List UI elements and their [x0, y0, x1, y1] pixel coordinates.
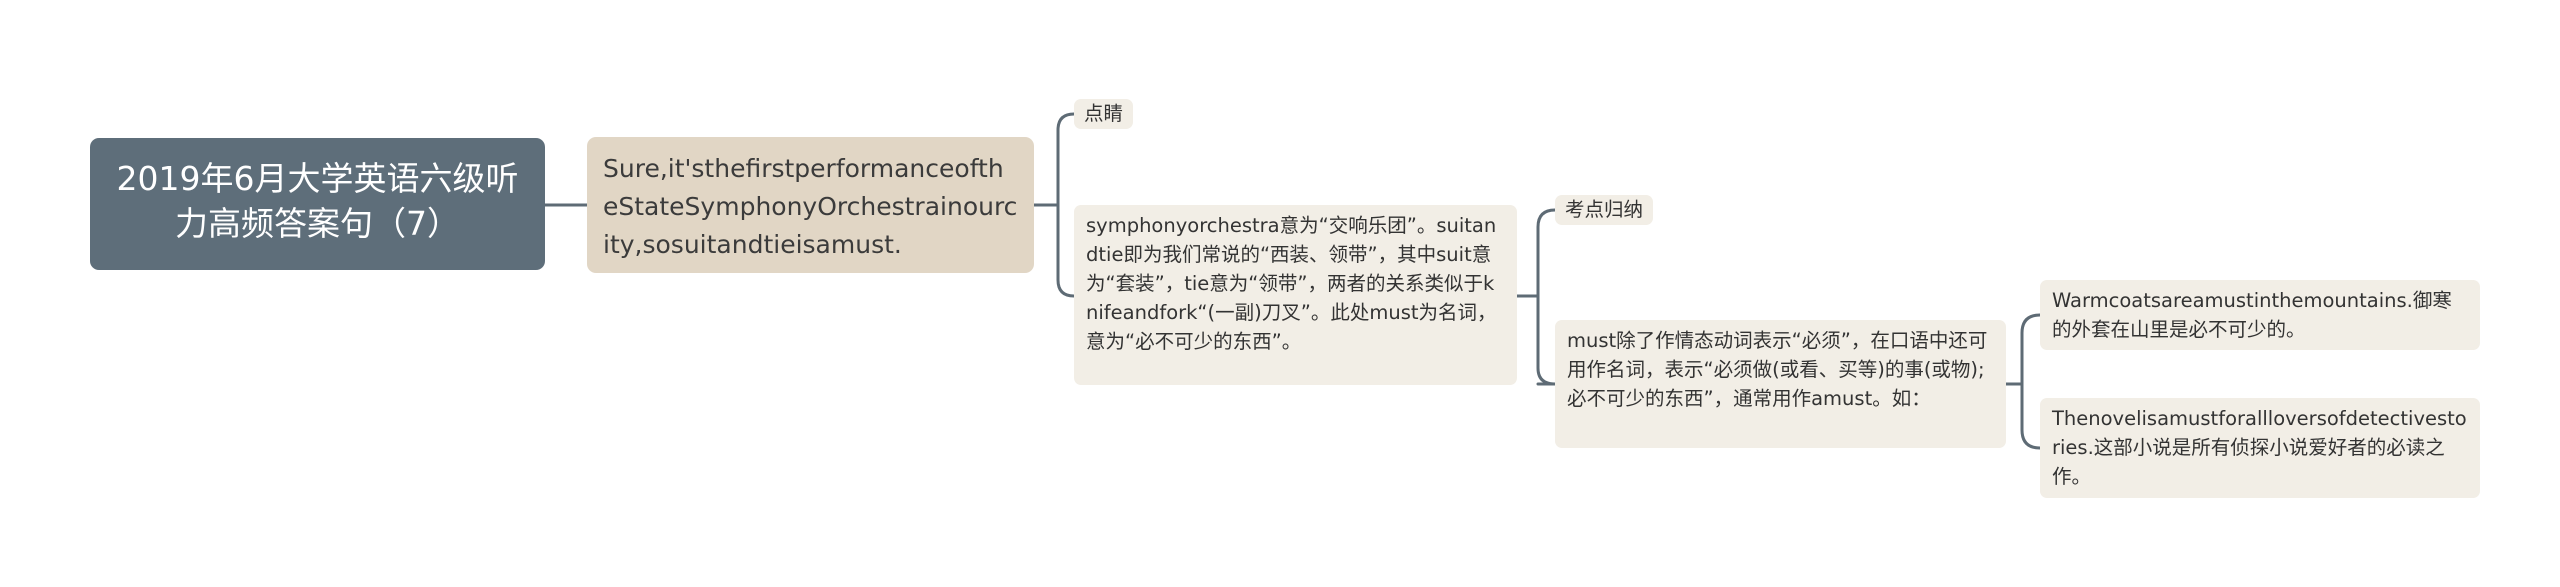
example-node-2[interactable]: Thenovelisamustforallloversofdetectivest… — [2040, 398, 2480, 498]
explanation-node[interactable]: symphonyorchestra意为“交响乐团”。suitandtie即为我们… — [1074, 205, 1517, 385]
answer-sentence-text: Sure,it'sthefirstperformanceoftheStateSy… — [603, 154, 1018, 259]
highlight-label-text: 点睛 — [1084, 102, 1124, 125]
explanation-text: symphonyorchestra意为“交响乐团”。suitandtie即为我们… — [1086, 214, 1497, 353]
usage-note-text: must除了作情态动词表示“必须”，在口语中还可用作名词，表示“必须做(或看、买… — [1567, 329, 1988, 410]
example-node-1[interactable]: Warmcoatsareamustinthemountains.御寒的外套在山里… — [2040, 280, 2480, 350]
highlight-label-node[interactable]: 点睛 — [1074, 99, 1134, 129]
root-topic-node[interactable]: 2019年6月大学英语六级听力高频答案句（7） — [90, 138, 545, 270]
connector-sentence-branches — [1032, 112, 1076, 298]
example-text-2: Thenovelisamustforallloversofdetectivest… — [2052, 407, 2467, 488]
connector-usage-branches — [1536, 313, 2042, 450]
connector-explanation-branches — [1515, 208, 1557, 386]
summary-label-text: 考点归纳 — [1565, 198, 1644, 221]
summary-label-node[interactable]: 考点归纳 — [1555, 195, 1654, 225]
example-text-1: Warmcoatsareamustinthemountains.御寒的外套在山里… — [2052, 289, 2452, 341]
usage-note-node[interactable]: must除了作情态动词表示“必须”，在口语中还可用作名词，表示“必须做(或看、买… — [1555, 320, 2006, 448]
answer-sentence-node[interactable]: Sure,it'sthefirstperformanceoftheStateSy… — [587, 137, 1034, 273]
root-topic-text: 2019年6月大学英语六级听力高频答案句（7） — [116, 159, 519, 243]
